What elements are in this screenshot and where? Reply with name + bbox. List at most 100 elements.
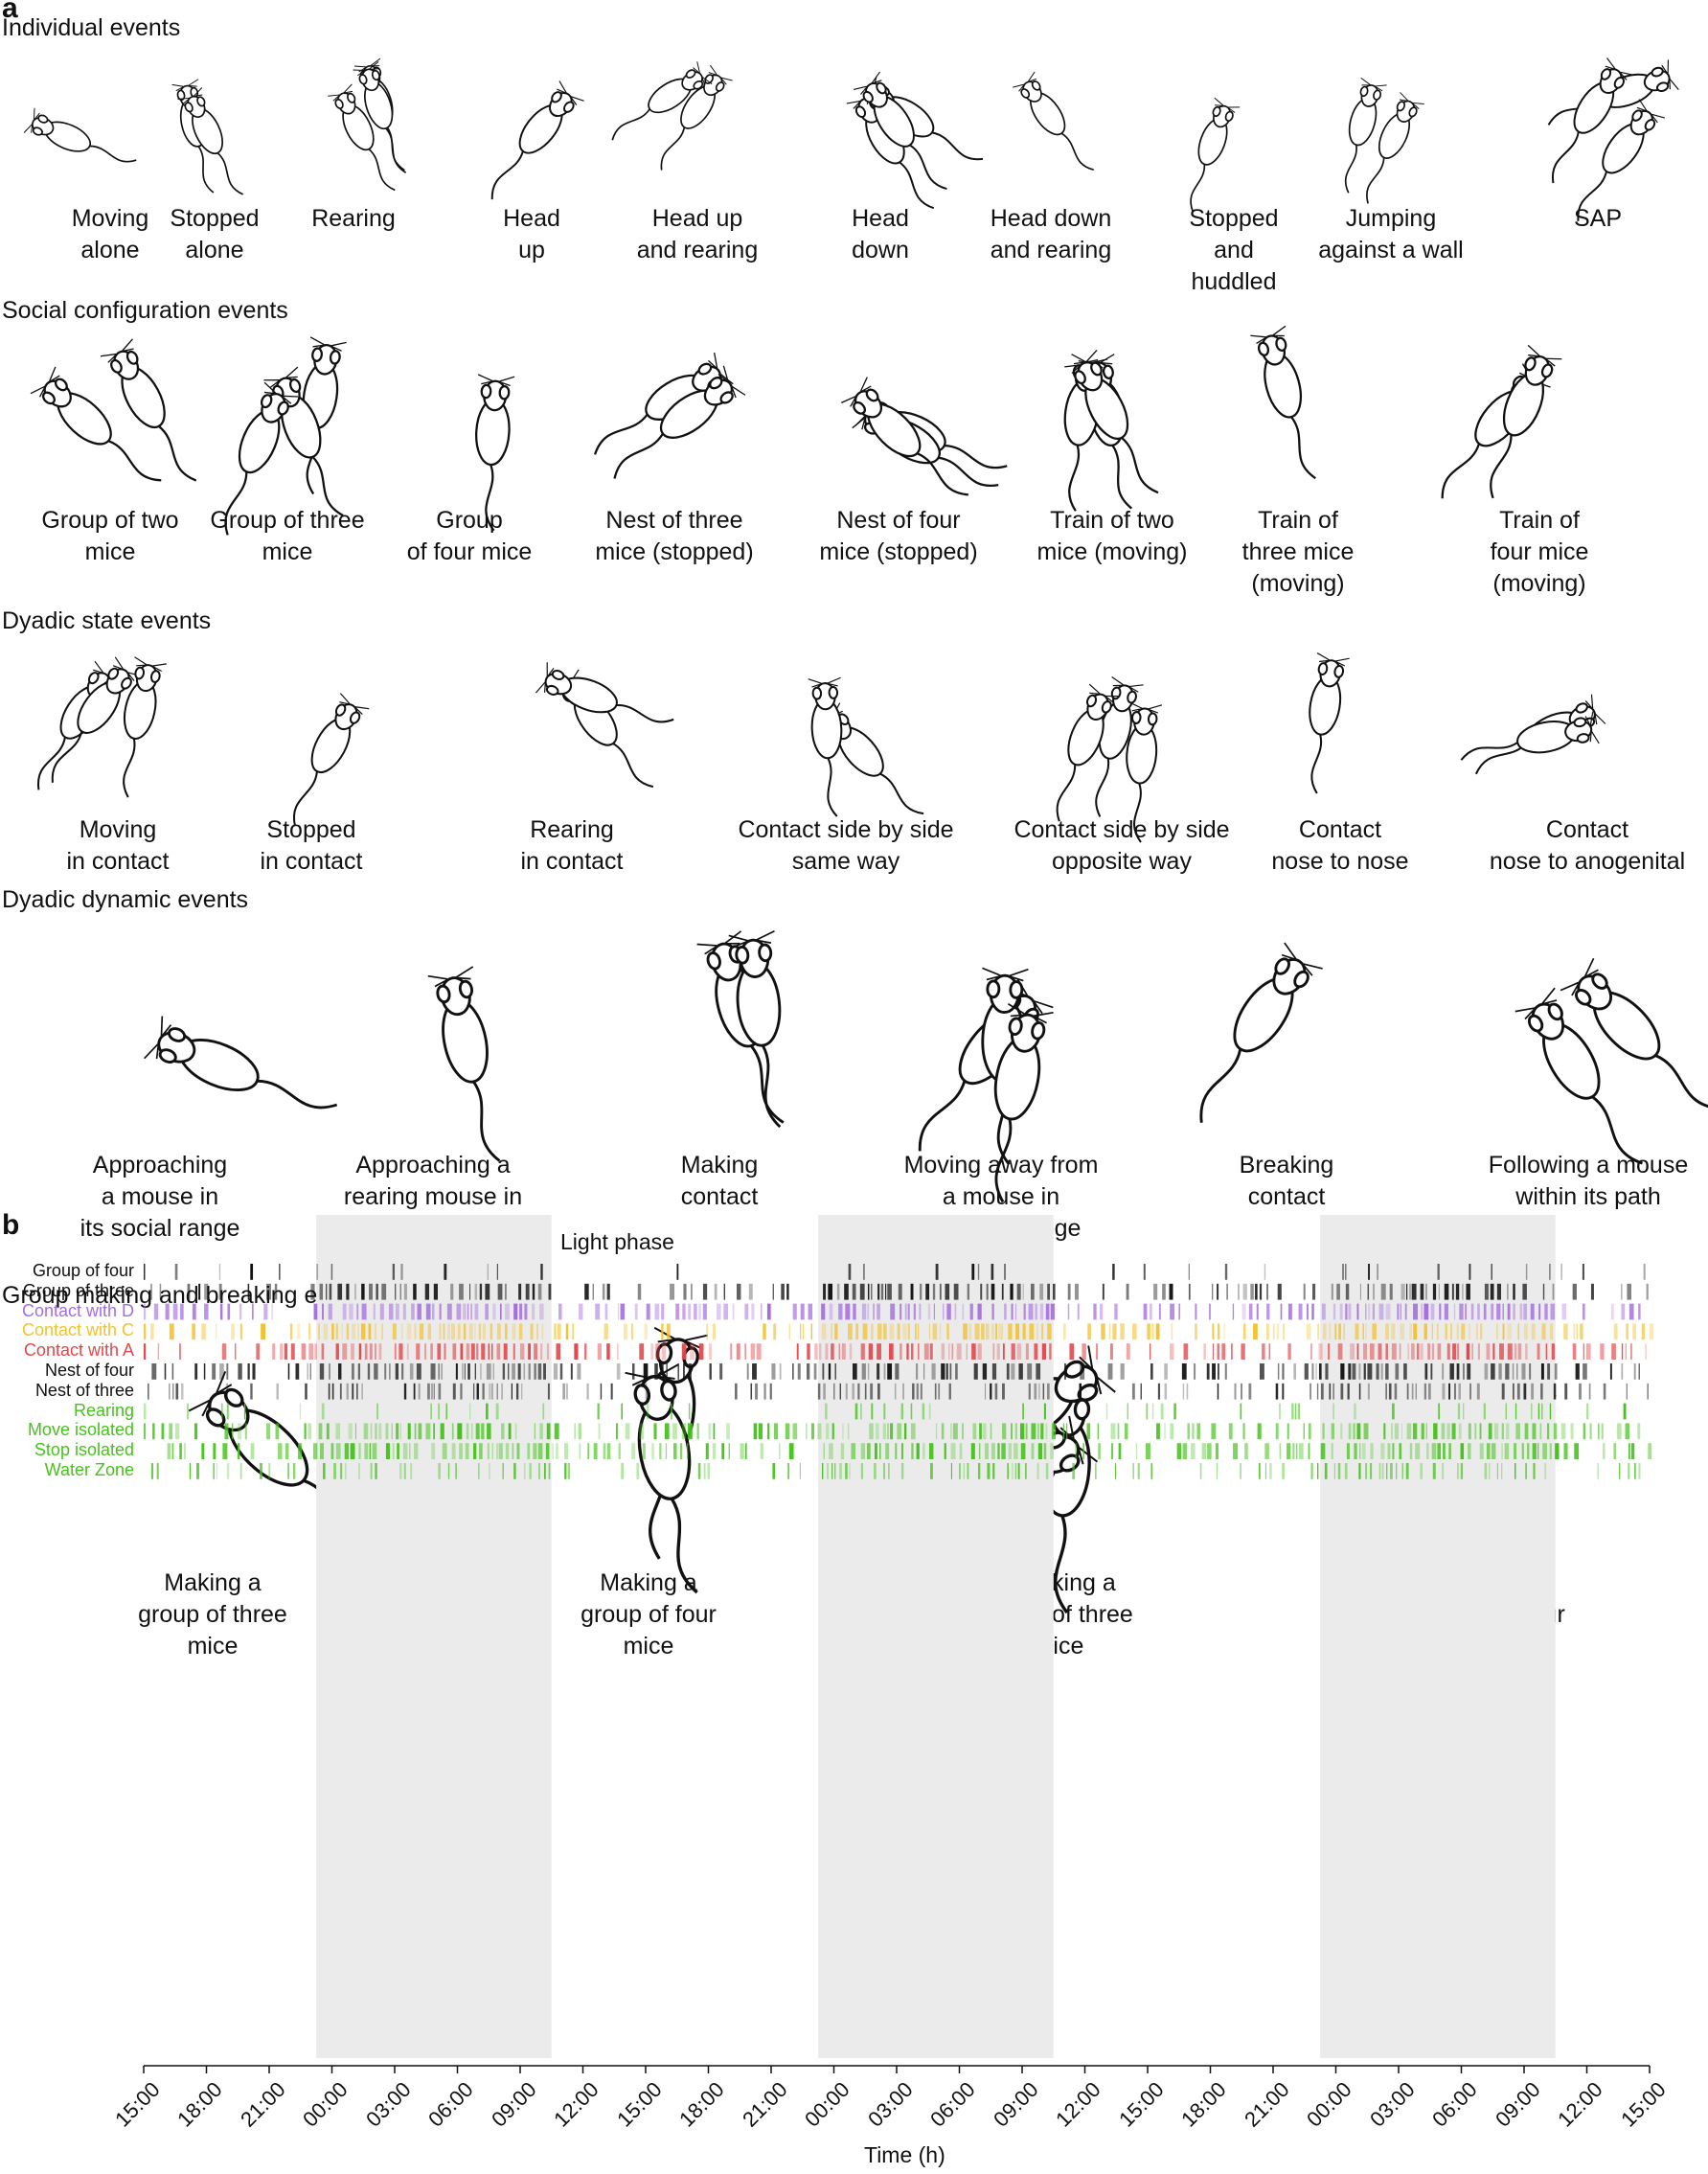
event-mark xyxy=(399,1343,403,1360)
event-mark xyxy=(468,1323,473,1340)
event-mark xyxy=(438,1383,442,1400)
event-mark xyxy=(1268,1343,1271,1360)
panel-b-letter: b xyxy=(2,1209,20,1241)
event-mark xyxy=(403,1463,406,1479)
event-mark xyxy=(1308,1443,1310,1459)
event-mark xyxy=(418,1423,422,1440)
event-mark xyxy=(480,1363,482,1380)
event-mark xyxy=(1328,1343,1331,1360)
event-mark xyxy=(839,1463,842,1479)
row-label: Contact with C xyxy=(21,1320,134,1340)
event-mark xyxy=(413,1283,417,1300)
event-mark xyxy=(411,1303,415,1320)
event-mark xyxy=(877,1383,880,1400)
event-mark xyxy=(894,1383,897,1400)
event-mark xyxy=(279,1264,281,1280)
mouse-illustration xyxy=(1167,36,1301,212)
event-mark xyxy=(399,1423,401,1440)
event-mark xyxy=(808,1303,813,1320)
event-mark xyxy=(822,1363,825,1380)
event-mark xyxy=(882,1423,887,1440)
event-mark xyxy=(1244,1443,1248,1459)
event-mark xyxy=(1316,1463,1319,1479)
event-mark xyxy=(378,1423,382,1440)
event-mark xyxy=(877,1323,882,1340)
event-mark xyxy=(851,1443,856,1459)
event-mark xyxy=(888,1343,894,1360)
event-mark xyxy=(430,1363,436,1380)
mouse-illustration xyxy=(192,316,383,536)
event-mark xyxy=(1320,1383,1324,1400)
event-mark xyxy=(1255,1283,1258,1300)
event-mark xyxy=(418,1383,421,1400)
event-mark xyxy=(450,1283,454,1300)
event-mark xyxy=(477,1463,480,1479)
event-mark xyxy=(879,1443,881,1459)
event-mark xyxy=(424,1283,430,1300)
event-caption: Stopped and huddled xyxy=(1189,205,1279,295)
event-mark xyxy=(1248,1303,1253,1320)
event-mark xyxy=(467,1303,469,1320)
event-mark xyxy=(1323,1323,1327,1340)
event-mark xyxy=(828,1363,831,1380)
event-mark xyxy=(895,1443,898,1459)
event-mark xyxy=(853,1363,857,1380)
event-mark xyxy=(474,1363,476,1380)
event-mark xyxy=(397,1443,399,1459)
event-mark xyxy=(857,1383,860,1400)
event-mark xyxy=(1264,1443,1269,1459)
event-mark xyxy=(1282,1463,1286,1479)
event-mark xyxy=(883,1403,886,1420)
event-mark xyxy=(174,1264,178,1280)
event-mark xyxy=(1307,1303,1309,1320)
event-mark xyxy=(540,1264,543,1280)
event-mark xyxy=(852,1383,854,1400)
event-mark xyxy=(817,1383,821,1400)
event-mark xyxy=(848,1264,852,1280)
x-tick-label: 15:00 xyxy=(110,2077,165,2132)
event-mark xyxy=(831,1323,833,1340)
row-label: Rearing xyxy=(73,1400,134,1420)
event-mark xyxy=(438,1403,441,1420)
event-mark xyxy=(1318,1343,1323,1360)
row-label: Stop isolated xyxy=(34,1440,134,1460)
event-mark xyxy=(379,1303,384,1320)
event-mark xyxy=(475,1423,480,1440)
event-mark xyxy=(823,1443,825,1459)
event-mark xyxy=(438,1463,441,1479)
mouse-illustration xyxy=(286,36,421,195)
event-mark xyxy=(1292,1443,1295,1459)
event-mark xyxy=(456,1303,462,1320)
event-mark xyxy=(395,1303,399,1320)
event-mark xyxy=(823,1283,827,1300)
event-mark xyxy=(459,1443,463,1459)
event-mark xyxy=(1329,1323,1332,1340)
event-mark xyxy=(845,1463,848,1479)
event-mark xyxy=(848,1323,853,1340)
x-tick-label: 00:00 xyxy=(298,2077,353,2132)
event-mark xyxy=(485,1283,490,1300)
event-mark xyxy=(473,1443,477,1459)
event-mark xyxy=(844,1283,849,1300)
x-tick-label: 21:00 xyxy=(236,2077,290,2132)
event-mark xyxy=(391,1423,393,1440)
event-mark xyxy=(1331,1443,1333,1459)
event-mark xyxy=(1282,1383,1285,1400)
event-mark xyxy=(861,1303,867,1320)
event-caption: Group of two mice xyxy=(41,507,179,565)
section-title: Social configuration events xyxy=(2,297,288,324)
event-mark xyxy=(419,1323,424,1340)
event-mark xyxy=(1004,1264,1006,1280)
event-mark xyxy=(1240,1403,1242,1420)
event-mark xyxy=(867,1283,870,1300)
event-mark xyxy=(444,1264,447,1280)
event-mark xyxy=(831,1423,834,1440)
event-caption: Making a group of four mice xyxy=(581,1569,717,1659)
event-mark xyxy=(1259,1283,1263,1300)
event-mark xyxy=(1217,1283,1219,1300)
x-tick-label: 09:00 xyxy=(989,2077,1043,2132)
event-mark xyxy=(841,1343,846,1360)
event-caption: Nest of three mice (stopped) xyxy=(595,507,754,565)
event-mark xyxy=(1287,1303,1292,1320)
event-mark xyxy=(866,1443,871,1459)
